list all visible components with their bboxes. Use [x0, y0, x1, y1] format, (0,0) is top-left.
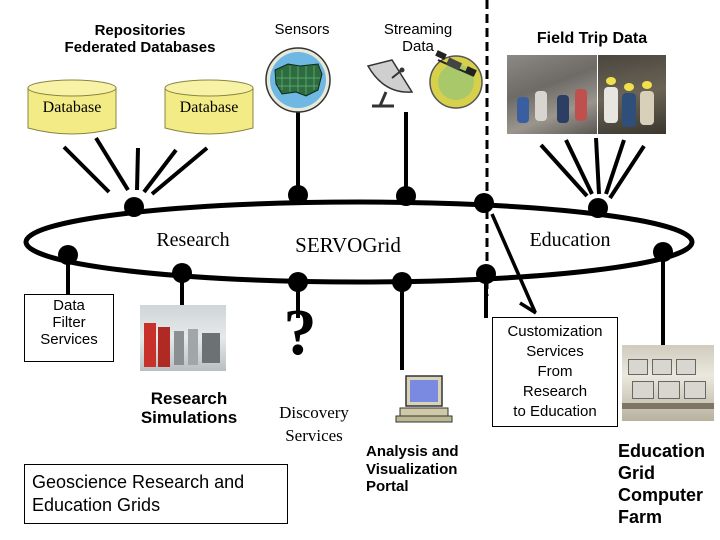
node-research-sim — [172, 263, 192, 283]
geoscience-label: Geoscience Research and Education Grids — [32, 472, 245, 516]
database-right-icon — [164, 79, 254, 135]
customization-box — [492, 317, 618, 427]
node-fieldtrip — [588, 198, 608, 218]
node-repositories — [124, 197, 144, 217]
fieldtrip-connectors — [539, 137, 646, 200]
satellite-dish-icon — [366, 59, 414, 108]
data-filter-box — [24, 294, 114, 362]
repository-connectors — [62, 136, 209, 196]
database-right-label: Database — [179, 99, 239, 116]
us-map-globe-icon — [265, 47, 331, 113]
computer-monitor-icon — [395, 375, 453, 423]
node-streaming — [396, 186, 416, 206]
streaming-data-label: Streaming Data — [383, 21, 453, 55]
question-mark-icon: ? — [283, 296, 317, 369]
field-trip-photo-left — [507, 55, 597, 134]
education-grid-photo — [622, 345, 714, 421]
research-simulations-label: Research Simulations — [140, 389, 238, 428]
education-label: Education — [529, 229, 611, 251]
education-grid-label: Education Grid Computer Farm — [618, 441, 706, 527]
data-filter-label: Data Filter Services — [40, 297, 98, 348]
analysis-portal-label: Analysis and Visualization Portal — [366, 443, 459, 496]
node-data-filter — [58, 245, 78, 265]
repositories-title: Repositories Federated Databases — [64, 22, 216, 56]
customization-arrow — [490, 213, 537, 315]
satellite-globe-icon — [429, 50, 483, 109]
node-analysis — [392, 272, 412, 292]
database-left-label: Database — [42, 99, 102, 116]
field-trip-photo-right — [598, 55, 666, 134]
node-sensors — [288, 185, 308, 205]
research-label: Research — [156, 229, 230, 251]
node-customization — [476, 264, 496, 284]
servogrid-label: SERVOGrid — [295, 233, 401, 257]
node-discovery — [288, 272, 308, 292]
node-education-grid — [653, 242, 673, 262]
customization-label: Customization Services From Research to … — [507, 323, 603, 420]
grid-ring — [23, 199, 695, 285]
discovery-services-label: Discovery Services — [279, 403, 349, 445]
node-divider-top — [474, 193, 494, 213]
field-trip-label: Field Trip Data — [536, 30, 648, 47]
research-simulation-photo — [140, 305, 226, 371]
database-left-icon — [27, 79, 117, 135]
geoscience-box — [24, 464, 288, 524]
sensors-label: Sensors — [274, 21, 330, 38]
